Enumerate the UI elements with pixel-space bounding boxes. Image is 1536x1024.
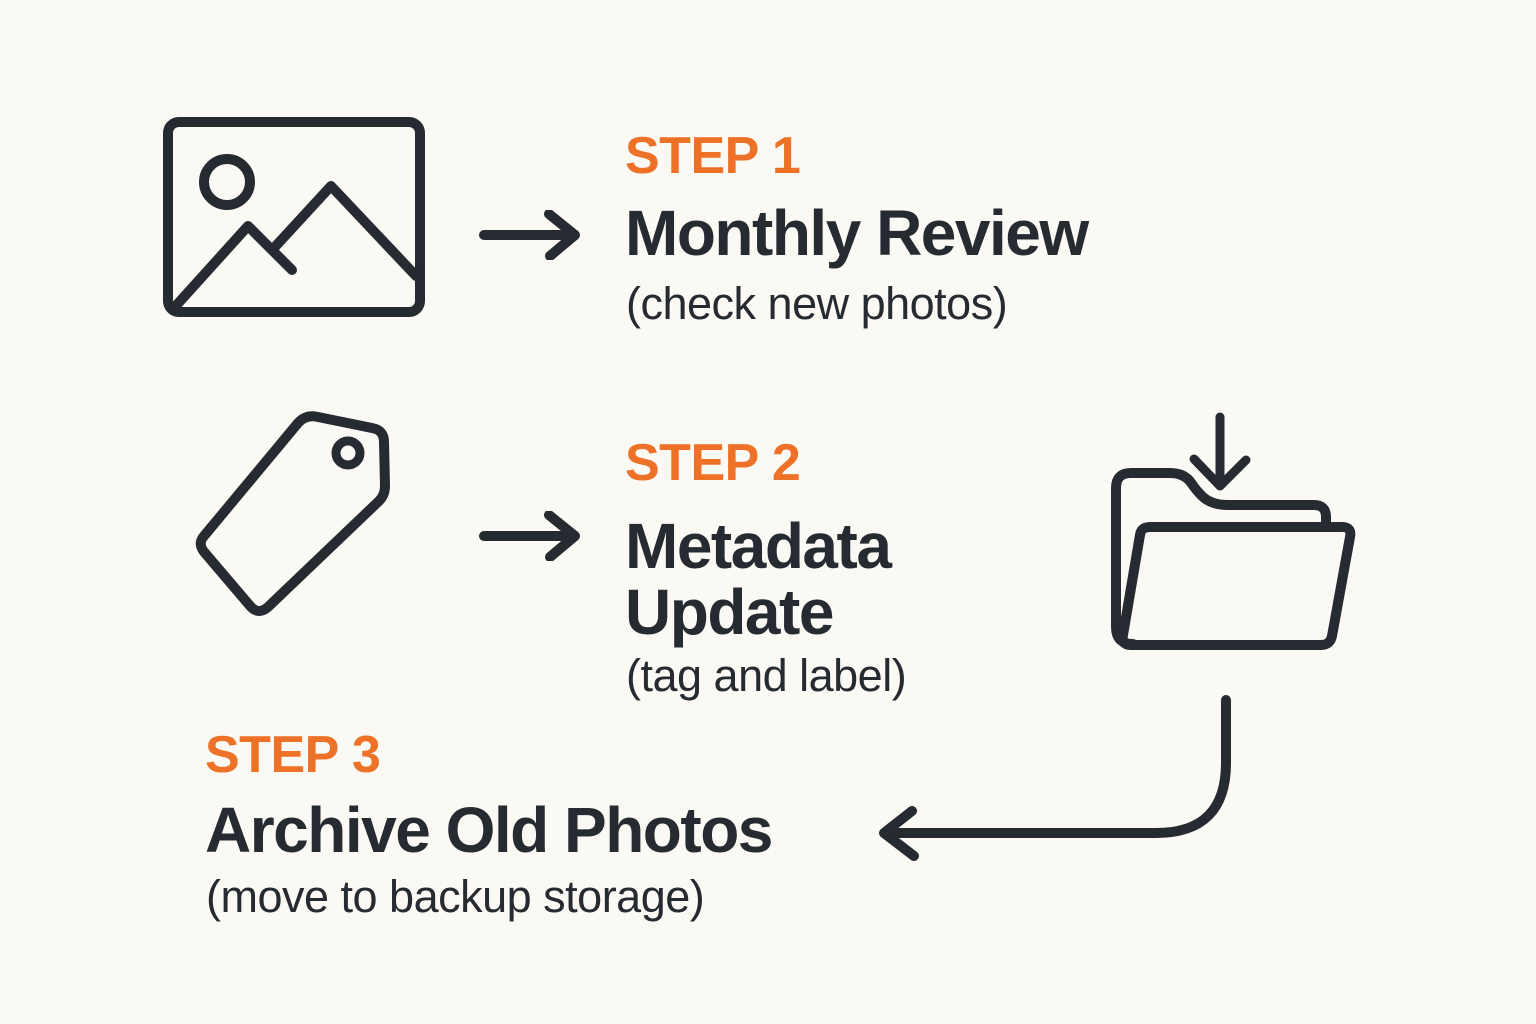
folder-download-icon: [1111, 412, 1356, 650]
step-label: STEP 1: [625, 127, 801, 185]
photo-icon: [163, 117, 425, 317]
step-title: Monthly Review: [625, 197, 1089, 269]
step-caption: (check new photos): [626, 278, 1008, 329]
step-label: STEP 2: [625, 434, 801, 492]
step-label: STEP 3: [205, 726, 381, 784]
step-caption: (tag and label): [626, 650, 907, 701]
step-caption: (move to backup storage): [206, 871, 705, 922]
arrow-right-icon: [479, 210, 580, 260]
step-title: Metadata Update: [625, 510, 892, 648]
tag-icon: [195, 411, 390, 616]
arrow-right-icon: [479, 511, 580, 561]
curved-arrow-left-icon: [879, 695, 1231, 861]
step-title: Archive Old Photos: [205, 794, 773, 866]
